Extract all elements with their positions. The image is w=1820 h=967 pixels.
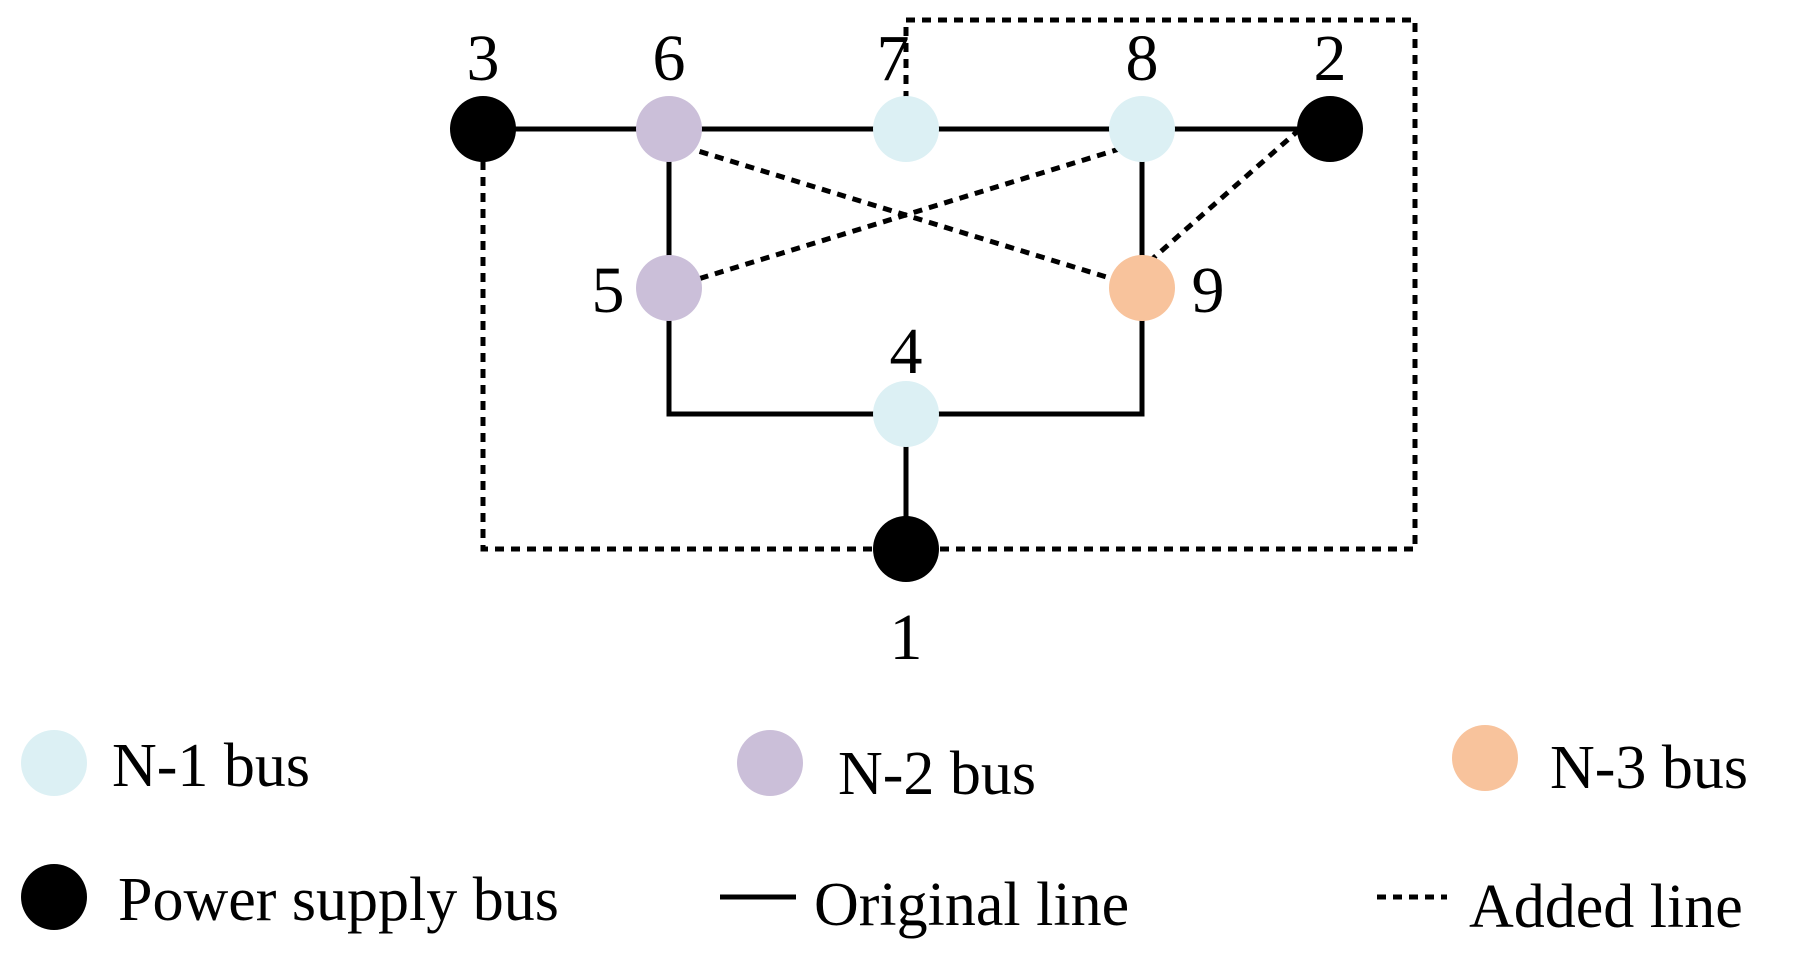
bus-node-6 <box>636 96 702 162</box>
node-label-2: 2 <box>1314 22 1347 95</box>
legend: N-1 bus N-2 bus N-3 bus Power supply bus… <box>21 725 1748 941</box>
node-label-9: 9 <box>1192 254 1225 327</box>
bus-node-9 <box>1109 255 1175 321</box>
legend-supply-label: Power supply bus <box>118 866 559 934</box>
edge-5-4 <box>666 288 906 417</box>
bus-node-7 <box>873 96 939 162</box>
node-label-3: 3 <box>467 22 500 95</box>
bus-node-4 <box>873 381 939 447</box>
edge-7-1 <box>903 17 1418 552</box>
edge-3-1 <box>480 129 906 552</box>
edge-9-4 <box>906 288 1145 417</box>
node-label-6: 6 <box>653 22 686 95</box>
nodes-layer <box>450 96 1363 582</box>
legend-supply-swatch <box>21 864 87 930</box>
legend-n2-label: N-2 bus <box>838 740 1036 808</box>
legend-n2-swatch <box>737 730 803 796</box>
bus-node-3 <box>450 96 516 162</box>
edge-2-9 <box>1140 127 1302 270</box>
node-label-8: 8 <box>1126 22 1159 95</box>
node-label-5: 5 <box>592 254 625 327</box>
legend-n3-label: N-3 bus <box>1550 734 1748 802</box>
legend-n1-label: N-1 bus <box>112 732 310 800</box>
node-labels-layer: 3 6 7 8 2 5 9 4 1 <box>467 22 1347 674</box>
legend-added-label: Added line <box>1469 873 1743 941</box>
legend-n3-swatch <box>1452 725 1518 791</box>
bus-node-1 <box>873 516 939 582</box>
edge-5-8 <box>668 139 1143 291</box>
node-label-1: 1 <box>890 601 923 674</box>
node-label-4: 4 <box>890 315 923 388</box>
bus-node-5 <box>636 255 702 321</box>
bus-node-8 <box>1109 96 1175 162</box>
node-label-7: 7 <box>877 22 910 95</box>
legend-original-label: Original line <box>814 871 1129 939</box>
bus-node-2 <box>1297 96 1363 162</box>
legend-n1-swatch <box>21 730 87 796</box>
